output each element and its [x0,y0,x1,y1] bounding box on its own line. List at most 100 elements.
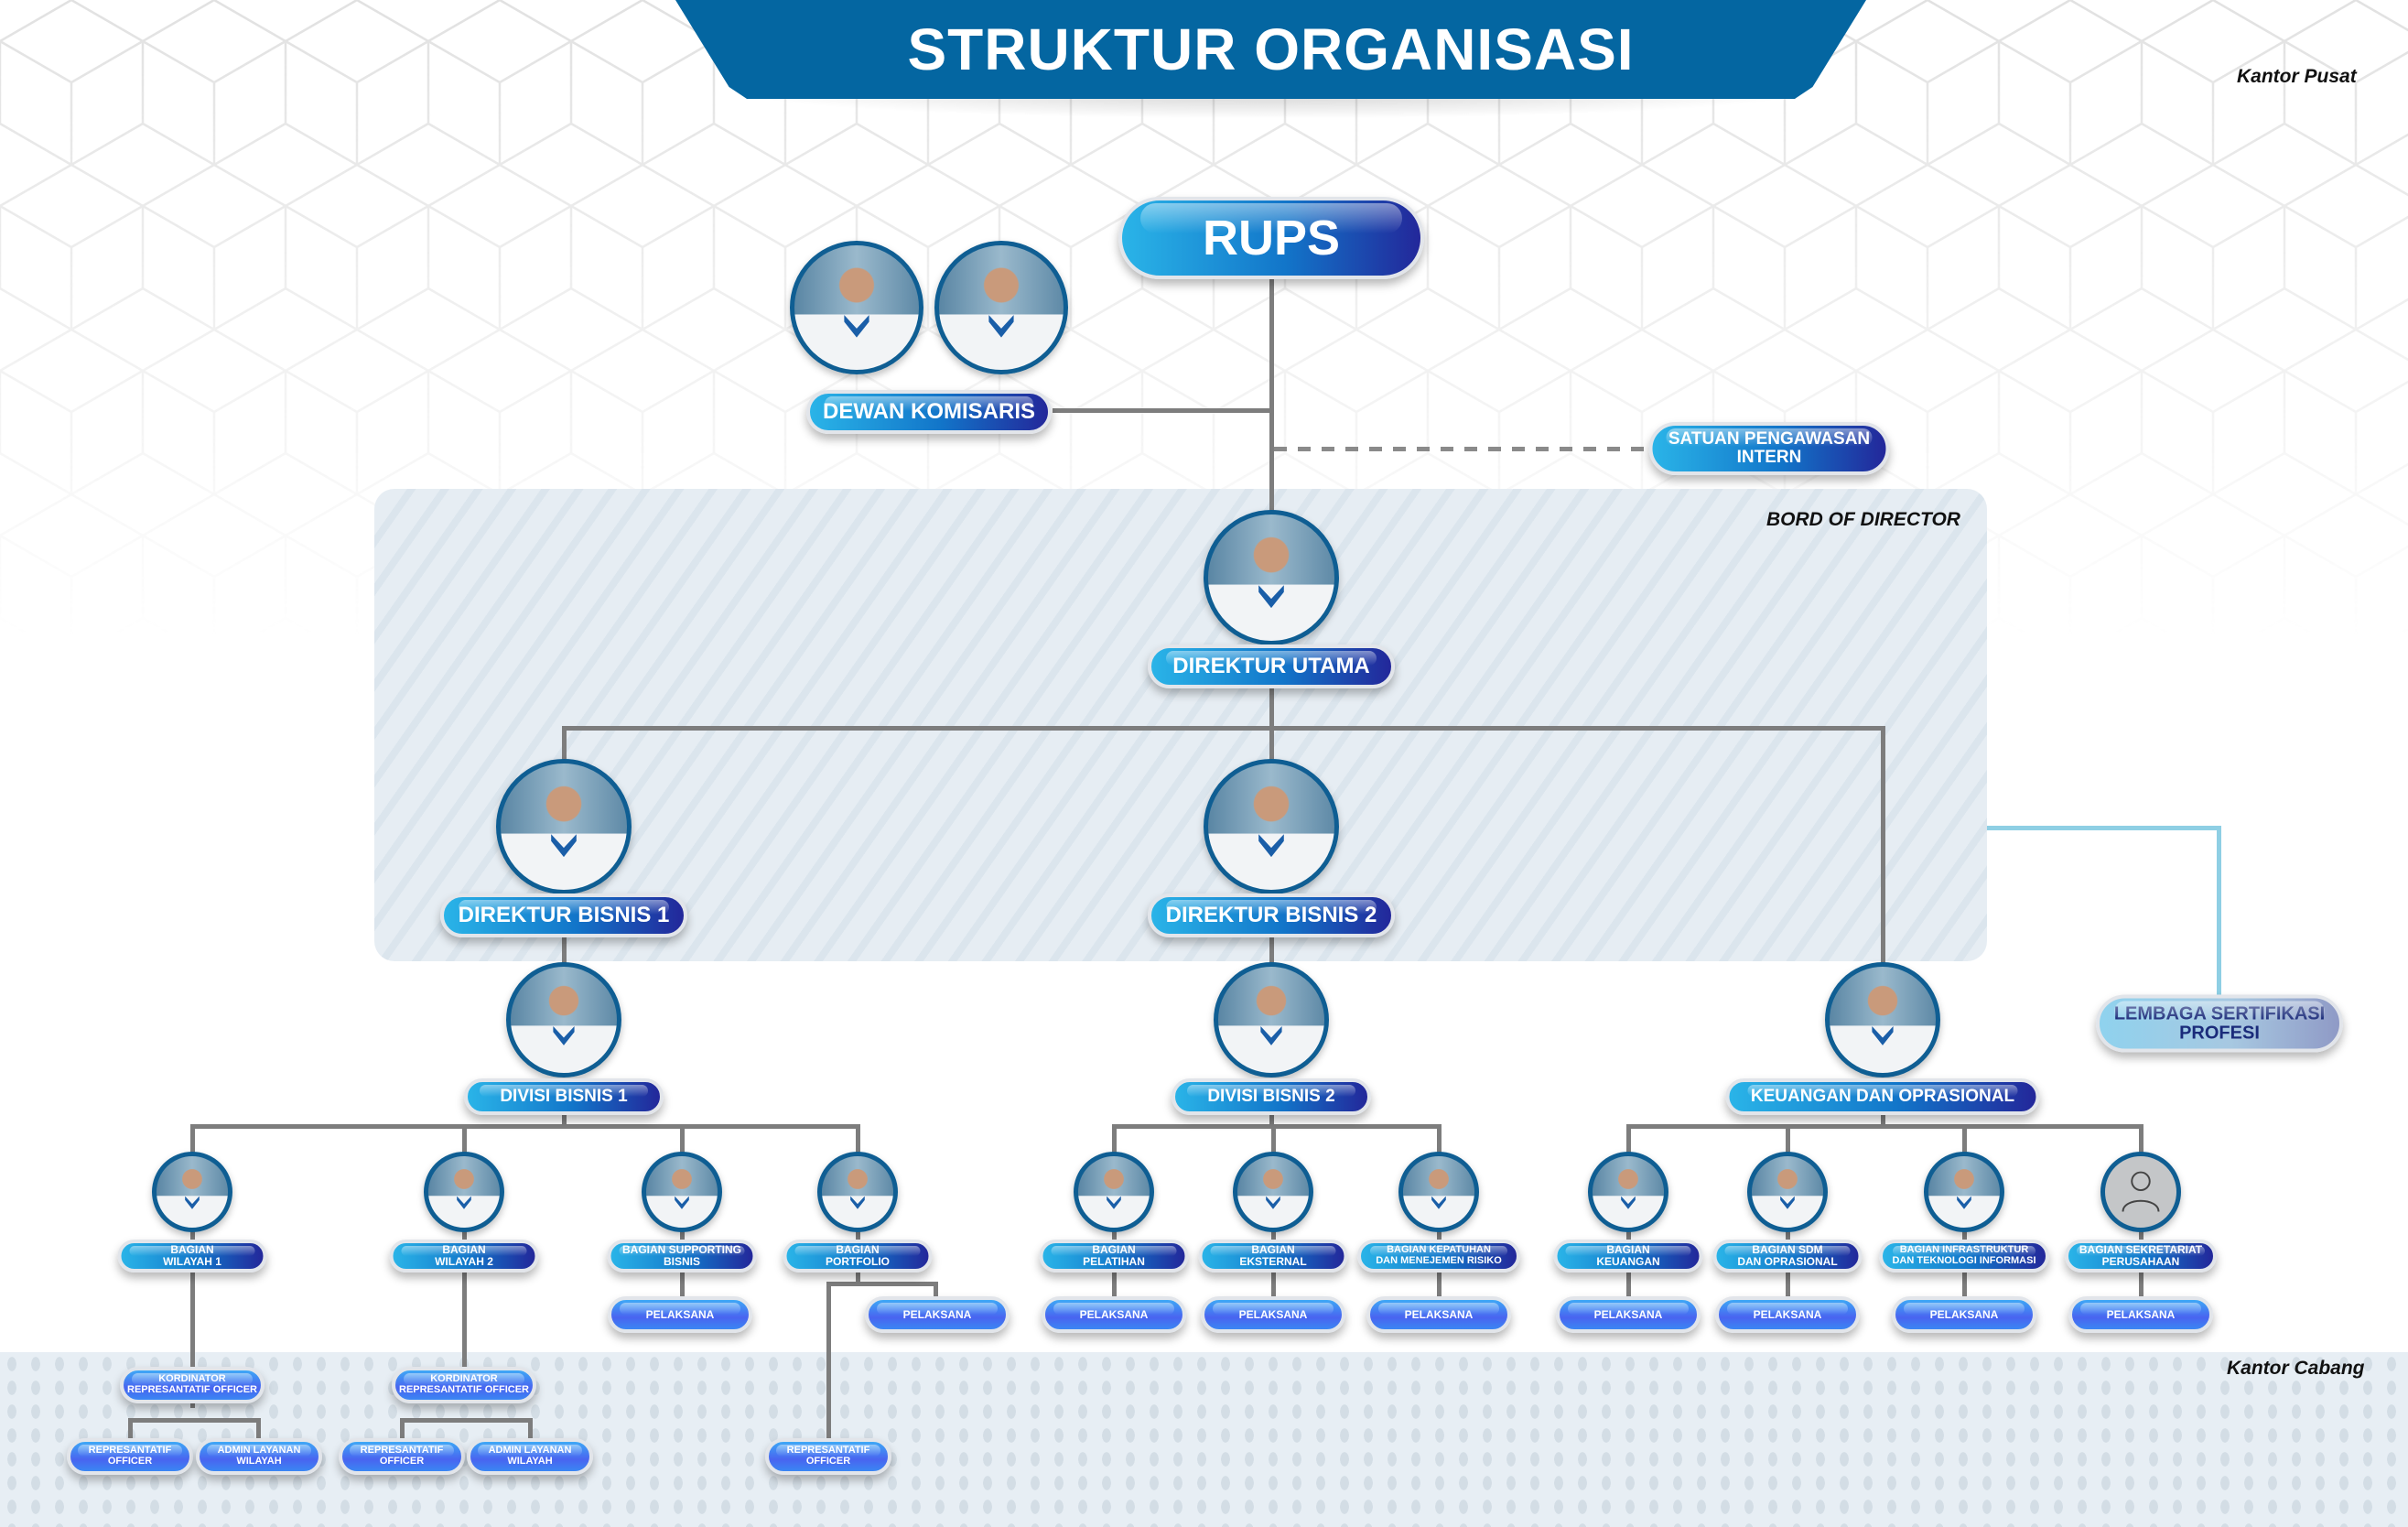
pelaksana-label: PELAKSANA [1929,1307,1999,1321]
pelaksana-infrastruktur[interactable]: PELAKSANA [1892,1296,2036,1333]
direktur-bisnis-2-photo [1204,759,1339,894]
label-line1: ADMIN LAYANAN [217,1445,301,1457]
pelaksana-label: PELAKSANA [902,1307,972,1321]
person-icon [2122,1171,2160,1212]
label-line2: DAN TEKNOLOGI INFORMASI [1892,1255,2036,1266]
direktur-utama-photo [1204,510,1339,645]
divisi-bisnis-1-node[interactable]: DIVISI BISNIS 1 [464,1078,664,1115]
label-line2: OFFICER [379,1456,425,1467]
spi-label-line1: SATUAN PENGAWASAN [1668,429,1871,449]
pelaksana-kepatuhan[interactable]: PELAKSANA [1366,1296,1511,1333]
label-line2: REPRESANTATIF OFFICER [399,1384,529,1395]
label-line1: KORDINATOR [430,1373,498,1385]
kantor-cabang-label: Kantor Cabang [2227,1358,2365,1379]
board-of-director-panel [374,489,1987,961]
label-line2: PELATIHAN [1083,1255,1145,1268]
connector-rups-down [1269,279,1274,728]
rups-node[interactable]: RUPS [1118,197,1424,279]
label-line1: BAGIAN [1092,1243,1136,1257]
bagian-wilayah-1-photo [152,1152,232,1232]
pelaksana-label: PELAKSANA [1593,1307,1663,1321]
connector-portfolio-ro [826,1282,831,1456]
label-line2: OFFICER [805,1456,851,1467]
komisaris-photo-1 [790,241,923,374]
pelaksana-pelatihan[interactable]: PELAKSANA [1042,1296,1186,1333]
label-line1: REPRESANTATIF [786,1445,870,1457]
label-line1: BAGIAN [1606,1243,1650,1257]
label-line2: PERUSAHAAN [2101,1255,2180,1268]
connector-spi-dashed [1274,447,1649,451]
label-line2: EKSTERNAL [1239,1255,1307,1268]
title-banner: STRUKTUR ORGANISASI [675,0,1866,99]
lsp-node[interactable]: LEMBAGA SERTIFIKASI PROFESI [2096,994,2343,1053]
label-line2: OFFICER [107,1456,153,1467]
connector-cabang2-branch [400,1418,533,1423]
kantor-pusat-label: Kantor Pusat [2237,66,2357,87]
spi-node[interactable]: SATUAN PENGAWASAN INTERN [1648,422,1890,475]
label-line2: DAN MENEJEMEN RISIKO [1376,1255,1502,1266]
label-line1: REPRESANTATIF [88,1445,172,1457]
label-line1: BAGIAN SEKRETARIAT [2079,1243,2203,1257]
pelaksana-label: PELAKSANA [1238,1307,1308,1321]
connector-cabang1-branch [128,1418,261,1423]
label-line2: WILAYAH 1 [163,1255,221,1268]
connector-director-branch [562,726,1884,731]
pelaksana-sekretariat[interactable]: PELAKSANA [2068,1296,2213,1333]
keuangan-oprasional-node[interactable]: KEUANGAN DAN OPRASIONAL [1725,1078,2040,1115]
connector-ro2 [400,1418,405,1446]
connector-ro1 [128,1418,133,1446]
label-line2: BISNIS [663,1255,700,1268]
pelaksana-keuangan[interactable]: PELAKSANA [1556,1296,1701,1333]
label-line2: REPRESANTATIF OFFICER [127,1384,257,1395]
pelaksana-label: PELAKSANA [1079,1307,1149,1321]
direktur-utama-node[interactable]: DIREKTUR UTAMA [1148,644,1395,688]
direktur-bisnis-2-node[interactable]: DIREKTUR BISNIS 2 [1148,893,1395,937]
label-line2: WILAYAH [236,1456,282,1467]
direktur-bisnis-2-label: DIREKTUR BISNIS 2 [1165,903,1377,928]
keuangan-oprasional-photo [1825,962,1940,1078]
label-line1: BAGIAN [836,1243,880,1257]
lsp-label-line1: LEMBAGA SERTIFIKASI [2113,1003,2326,1023]
pelaksana-portfolio[interactable]: PELAKSANA [865,1296,1010,1333]
pelaksana-supporting[interactable]: PELAKSANA [608,1296,752,1333]
label-line1: BAGIAN [170,1243,214,1257]
pelaksana-label: PELAKSANA [645,1307,715,1321]
bagian-portfolio-photo [817,1152,898,1232]
label-line1: BAGIAN INFRASTRUKTUR [1899,1244,2029,1256]
bagian-keuangan-photo [1588,1152,1668,1232]
direktur-bisnis-1-label: DIREKTUR BISNIS 1 [458,903,670,928]
connector-keuangan [1881,726,1885,1016]
direktur-bisnis-1-node[interactable]: DIREKTUR BISNIS 1 [440,893,687,937]
divisi-bisnis-2-node[interactable]: DIVISI BISNIS 2 [1172,1078,1371,1115]
bagian-wilayah-2-photo [424,1152,504,1232]
label-line2: KEUANGAN [1596,1255,1660,1268]
divisi-bisnis-2-photo [1214,962,1329,1078]
dewan-komisaris-label: DEWAN KOMISARIS [822,399,1035,425]
connector-divisi1-branch [192,1124,860,1129]
bagian-infrastruktur-photo [1924,1152,2004,1232]
spi-label-line2: INTERN [1736,448,1802,467]
label-line2: PORTFOLIO [826,1255,890,1268]
pelaksana-label: PELAKSANA [1404,1307,1474,1321]
dewan-komisaris-node[interactable]: DEWAN KOMISARIS [806,390,1052,434]
pelaksana-eksternal[interactable]: PELAKSANA [1201,1296,1345,1333]
pelaksana-sdm[interactable]: PELAKSANA [1715,1296,1860,1333]
